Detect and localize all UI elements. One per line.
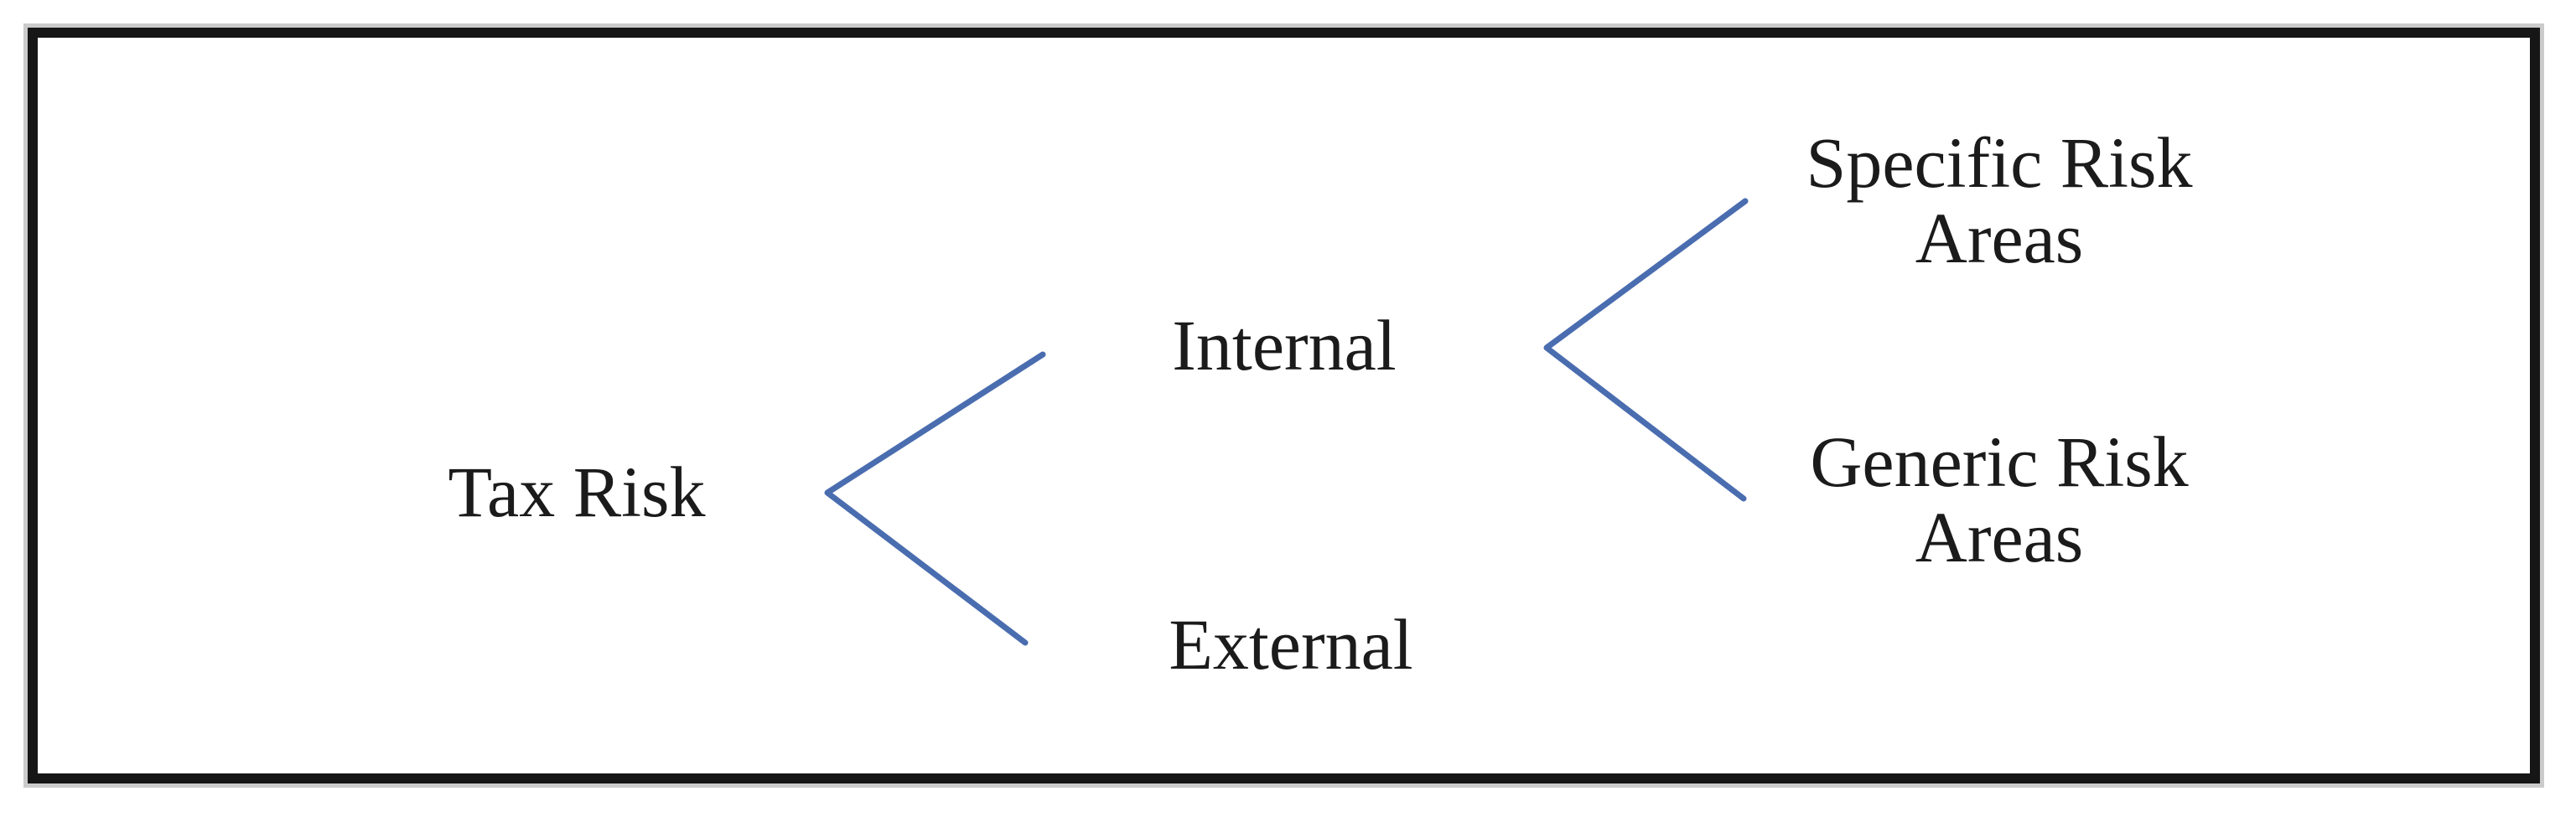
branch-tax-risk-connector — [824, 351, 1046, 646]
node-internal: Internal — [1172, 305, 1397, 385]
node-tax-risk: Tax Risk — [448, 452, 706, 532]
node-specific-risk-areas: Specific Risk Areas — [1806, 122, 2193, 278]
figure-border-frame — [28, 28, 2540, 783]
node-generic-risk-areas: Generic Risk Areas — [1810, 421, 2189, 577]
node-external: External — [1169, 604, 1413, 685]
branch-internal-connector — [1543, 198, 1749, 502]
